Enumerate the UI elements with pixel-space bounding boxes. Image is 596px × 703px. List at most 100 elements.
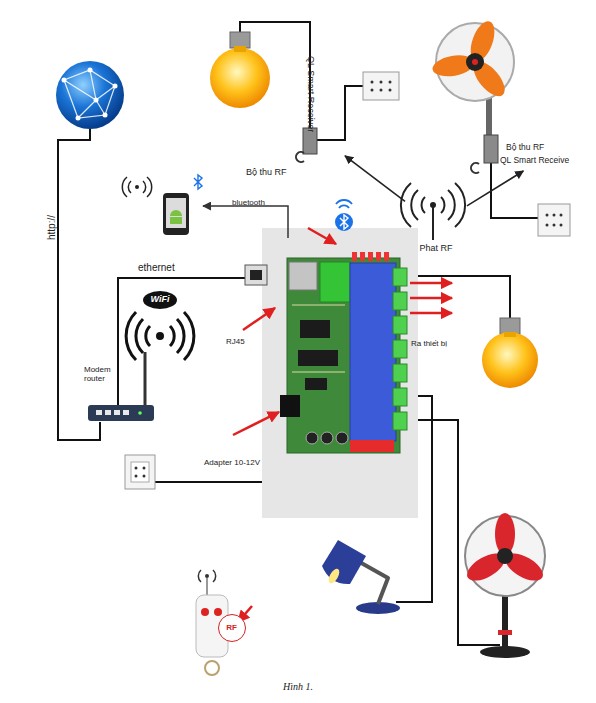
pcb-board [287,258,400,453]
outlet-hole [135,467,138,470]
node-text: Bộ thu RF [506,143,544,153]
outlet-hole [546,224,549,227]
android-icon [170,217,182,224]
outlet-plate [131,462,149,482]
output-arrow [410,312,452,315]
bulb-neck [234,46,246,52]
outlet-wire [491,163,538,218]
remote-antenna [206,578,208,596]
relay-module [350,263,396,441]
wifi-wave [136,319,184,353]
fan-blade [468,56,510,101]
outlet-hole [553,224,556,227]
outlet-hole [389,81,392,84]
pointer-arrow [233,412,279,435]
remote-button [214,608,222,616]
terminal-block [393,292,407,310]
rf-signal-arrow [345,156,405,202]
power-jack [280,395,300,417]
pointer-arrow [243,308,275,330]
plug-icon [296,152,304,162]
android-icon [170,210,182,216]
wifi-wave [146,326,174,346]
rf-badge: RF [218,614,246,642]
fan-mount [486,98,492,136]
outlet-hole [371,81,374,84]
rf-signal-arrow [467,171,523,206]
board-background [262,228,418,518]
network-dot [94,98,99,103]
rf-antenna-tip [430,202,436,208]
router-antenna [144,352,147,405]
protocol-label: http:// [46,215,58,240]
network-dot [62,78,67,83]
pin-header [352,252,357,261]
pin-header [368,252,373,261]
fan-base [480,646,530,658]
outlet-hole [546,214,549,217]
rf-transmitter: Phat RF [405,192,467,258]
node-text: Phat RF [405,243,467,253]
part-label: RJ45 [226,337,245,346]
outlet-hole [143,475,146,478]
signal-dot [205,574,209,578]
bluetooth-arrow [203,206,288,238]
terminal-block [393,412,407,430]
rf-receiver: QL Smart Receiver Bộ thu RF [240,50,345,182]
rj45-socket [250,270,262,280]
outlet-hole [560,224,563,227]
pointer-arrow [308,228,336,244]
remote-button [201,608,209,616]
connection-label: ethernet [138,262,175,274]
lamp-arm [356,560,388,604]
rf-antenna [432,206,434,240]
wifi-logo-text: WiFi [145,294,175,304]
terminal-block [393,340,407,358]
pin-header [360,252,365,261]
outlet-hole [380,81,383,84]
output-arrow [410,297,452,300]
bulb-cap [230,32,250,48]
network-dot [88,68,93,73]
pcb-trace [292,305,345,306]
network-dot [103,113,108,118]
wall-outlet [125,455,155,489]
capacitor [306,432,318,444]
pcb-trace [292,372,345,373]
capacitor [336,432,348,444]
fan-logo [472,59,478,65]
network-dot [76,116,81,121]
terminal-block [393,388,407,406]
outlet-hole [135,475,138,478]
output-arrow [410,282,452,285]
lamp-light [327,567,342,585]
router-port [96,410,102,415]
node-text: Bộ thu RF [246,167,287,177]
red-bar [350,440,394,452]
internet-globe [56,61,124,129]
wall-outlet [363,72,399,100]
rf-receiver: Bộ thu RFQL Smart Receive [500,143,592,171]
rj45-jack [289,262,317,290]
bluetooth-symbol [194,175,202,189]
bluetooth-symbol [340,215,348,229]
chip [298,350,338,366]
node-text: RF [219,615,244,640]
router-port [114,410,120,415]
signal-dot [135,185,139,189]
node-text: QL Smart Receiver [306,56,316,132]
smartphone [163,193,189,235]
bulb-neck [504,332,516,337]
connection-label: bluetooth [232,198,265,207]
http-wire [58,129,100,440]
outlet-hole [143,467,146,470]
ethernet-wire [118,278,246,405]
fan-hub [497,548,513,564]
wall-outlet [538,204,570,236]
pin-header [376,252,381,261]
signal-icon [336,200,352,208]
bulb-cap [500,318,520,334]
